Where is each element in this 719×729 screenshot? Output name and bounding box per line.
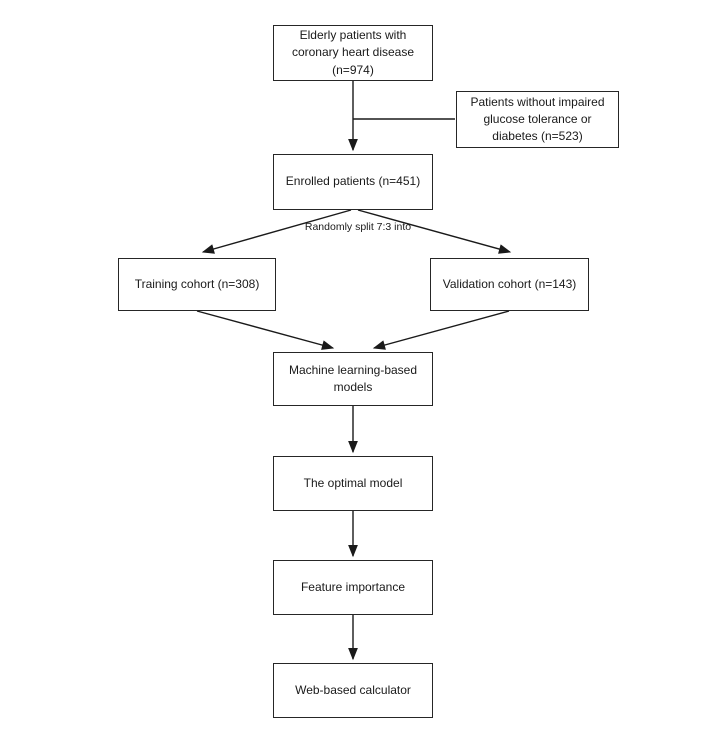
node-validation-cohort: Validation cohort (n=143) [430, 258, 589, 311]
node-elderly-patients: Elderly patients with coronary heart dis… [273, 25, 433, 81]
node-feature-importance: Feature importance [273, 560, 433, 615]
edge-validation-to-ml [372, 310, 510, 350]
node-machine-learning-models: Machine learning-based models [273, 352, 433, 406]
node-training-cohort: Training cohort (n=308) [118, 258, 276, 311]
node-web-based-calculator: Web-based calculator [273, 663, 433, 718]
edge-label-random-split: Randomly split 7:3 into [304, 221, 412, 233]
edge-training-to-ml [196, 310, 335, 350]
node-excluded-patients: Patients without impaired glucose tolera… [456, 91, 619, 148]
node-enrolled-patients: Enrolled patients (n=451) [273, 154, 433, 210]
node-optimal-model: The optimal model [273, 456, 433, 511]
